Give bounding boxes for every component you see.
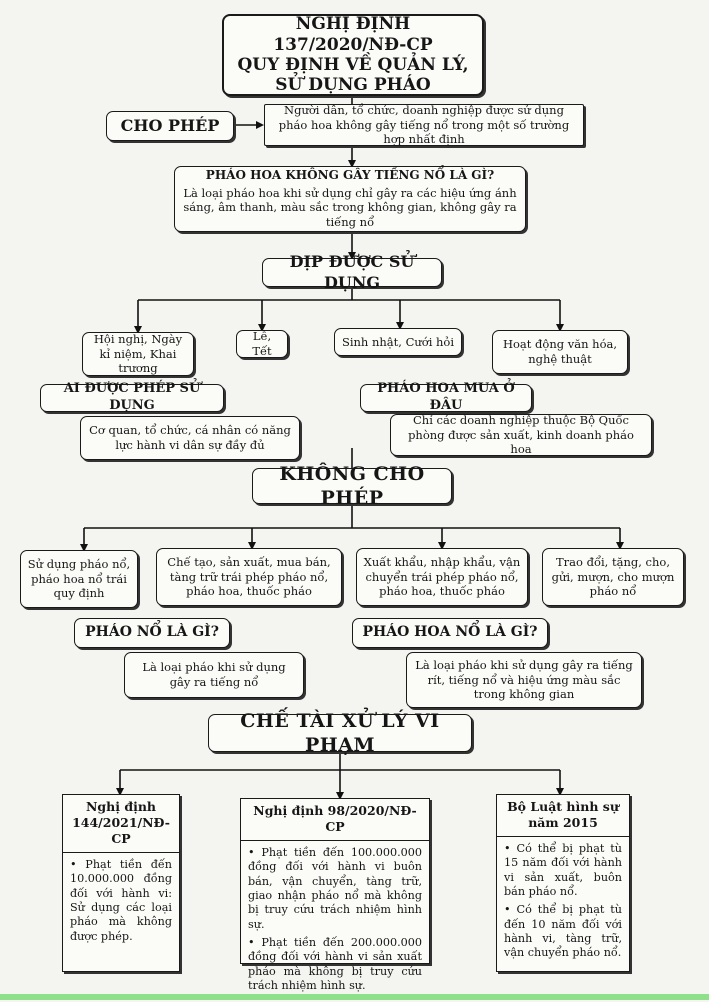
who-text-box: Cơ quan, tổ chức, cá nhân có năng lực hà… bbox=[80, 416, 300, 460]
law-box-decree-144: Nghị định 144/2021/NĐ-CP • Phạt tiền đến… bbox=[62, 794, 180, 972]
law-1-point-1: • Phạt tiền đến 10.000.000 đồng đối với … bbox=[70, 858, 172, 943]
allowed-description: Người dân, tổ chức, doanh nghiệp được sử… bbox=[278, 102, 570, 147]
law-title-2: Nghị định 98/2020/NĐ-CP bbox=[241, 799, 429, 841]
firecracker-text-box: Là loại pháo khi sử dụng gây ra tiếng nổ bbox=[124, 652, 304, 698]
not-allowed-item-1: Sử dụng pháo nổ, pháo hoa nổ trái quy đị… bbox=[20, 550, 138, 608]
not-allowed-text-4: Trao đổi, tặng, cho, gửi, mượn, cho mượn… bbox=[551, 554, 675, 599]
sanctions-label: CHẾ TÀI XỬ LÝ VI PHẠM bbox=[240, 709, 440, 756]
allowed-label: CHO PHÉP bbox=[120, 115, 220, 135]
where-text-box: Chỉ các doanh nghiệp thuộc Bộ Quốc phòng… bbox=[390, 412, 652, 457]
occasion-item-3: Sinh nhật, Cưới hỏi bbox=[334, 328, 462, 356]
definition-box: PHÁO HOA KHÔNG GÂY TIẾNG NỔ LÀ GÌ? Là lo… bbox=[174, 166, 526, 232]
occasion-item-1: Hội nghị, Ngày kỉ niệm, Khai trương bbox=[82, 332, 194, 376]
where-label-box: PHÁO HOA MUA Ở ĐÂU bbox=[360, 381, 532, 413]
law-title-3: Bộ Luật hình sự năm 2015 bbox=[497, 795, 629, 837]
occasion-item-2: Lễ, Tết bbox=[236, 329, 288, 358]
where-text: Chỉ các doanh nghiệp thuộc Bộ Quốc phòng… bbox=[408, 412, 634, 457]
law-box-criminal-code: Bộ Luật hình sự năm 2015 • Có thể bị phạ… bbox=[496, 794, 630, 972]
title-line-1: NGHỊ ĐỊNH 137/2020/NĐ-CP bbox=[273, 14, 433, 55]
exploding-fireworks-text-box: Là loại pháo khi sử dụng gây ra tiếng rí… bbox=[406, 652, 642, 708]
who-label: AI ĐƯỢC PHÉP SỬ DỤNG bbox=[63, 381, 201, 413]
law-box-decree-98: Nghị định 98/2020/NĐ-CP • Phạt tiền đến … bbox=[240, 798, 430, 992]
firecracker-text: Là loại pháo khi sử dụng gây ra tiếng nổ bbox=[142, 660, 286, 689]
allowed-label-box: CHO PHÉP bbox=[106, 111, 234, 141]
firecracker-label: PHÁO NỔ LÀ GÌ? bbox=[85, 624, 219, 641]
law-2-point-1: • Phạt tiền đến 100.000.000 đồng đối với… bbox=[248, 846, 422, 931]
not-allowed-item-3: Xuất khẩu, nhập khẩu, vận chuyển trái ph… bbox=[356, 548, 528, 606]
who-label-box: AI ĐƯỢC PHÉP SỬ DỤNG bbox=[40, 381, 224, 413]
allowed-description-box: Người dân, tổ chức, doanh nghiệp được sử… bbox=[264, 102, 584, 147]
occasion-item-4: Hoạt động văn hóa, nghệ thuật bbox=[492, 330, 628, 374]
occasions-label-box: DỊP ĐƯỢC SỬ DỤNG bbox=[262, 252, 442, 292]
occasion-text-3: Sinh nhật, Cưới hỏi bbox=[341, 334, 455, 349]
where-label: PHÁO HOA MUA Ở ĐÂU bbox=[377, 381, 515, 413]
not-allowed-text-1: Sử dụng pháo nổ, pháo hoa nổ trái quy đị… bbox=[27, 556, 131, 601]
definition-text: Là loại pháo hoa khi sử dụng chỉ gây ra … bbox=[183, 185, 517, 230]
occasions-label: DỊP ĐƯỢC SỬ DỤNG bbox=[289, 252, 415, 292]
title-line-3: SỬ DỤNG PHÁO bbox=[275, 75, 431, 96]
occasion-text-1: Hội nghị, Ngày kỉ niệm, Khai trương bbox=[93, 331, 183, 376]
definition-heading: PHÁO HOA KHÔNG GÂY TIẾNG NỔ LÀ GÌ? bbox=[205, 168, 495, 183]
bottom-green-strip bbox=[0, 994, 709, 1000]
law-2-point-2: • Phạt tiền đến 200.000.000 đồng đối với… bbox=[248, 935, 422, 992]
firecracker-label-box: PHÁO NỔ LÀ GÌ? bbox=[74, 618, 230, 648]
not-allowed-text-2: Chế tạo, sản xuất, mua bán, tàng trữ trá… bbox=[167, 554, 331, 599]
occasion-text-4: Hoạt động văn hóa, nghệ thuật bbox=[502, 337, 618, 366]
not-allowed-text-3: Xuất khẩu, nhập khẩu, vận chuyển trái ph… bbox=[363, 554, 521, 599]
sanctions-label-box: CHẾ TÀI XỬ LÝ VI PHẠM bbox=[208, 710, 472, 756]
law-title-1: Nghị định 144/2021/NĐ-CP bbox=[63, 795, 179, 853]
exploding-fireworks-label: PHÁO HOA NỔ LÀ GÌ? bbox=[362, 624, 538, 641]
law-3-point-1: • Có thể bị phạt tù 15 năm đối với hành … bbox=[504, 842, 622, 898]
law-3-point-2: • Có thể bị phạt tù đến 10 năm đối với h… bbox=[504, 903, 622, 960]
who-text: Cơ quan, tổ chức, cá nhân có năng lực hà… bbox=[89, 423, 291, 452]
not-allowed-item-2: Chế tạo, sản xuất, mua bán, tàng trữ trá… bbox=[156, 548, 342, 606]
title-line-2: QUY ĐỊNH VỀ QUẢN LÝ, bbox=[237, 55, 469, 75]
decree-title-box: NGHỊ ĐỊNH 137/2020/NĐ-CP QUY ĐỊNH VỀ QUẢ… bbox=[222, 14, 484, 96]
not-allowed-label: KHÔNG CHO PHÉP bbox=[279, 462, 425, 509]
not-allowed-label-box: KHÔNG CHO PHÉP bbox=[252, 463, 452, 509]
exploding-fireworks-text: Là loại pháo khi sử dụng gây ra tiếng rí… bbox=[415, 657, 633, 702]
exploding-fireworks-label-box: PHÁO HOA NỔ LÀ GÌ? bbox=[352, 618, 548, 648]
occasion-text-2: Lễ, Tết bbox=[252, 329, 272, 358]
not-allowed-item-4: Trao đổi, tặng, cho, gửi, mượn, cho mượn… bbox=[542, 548, 684, 606]
